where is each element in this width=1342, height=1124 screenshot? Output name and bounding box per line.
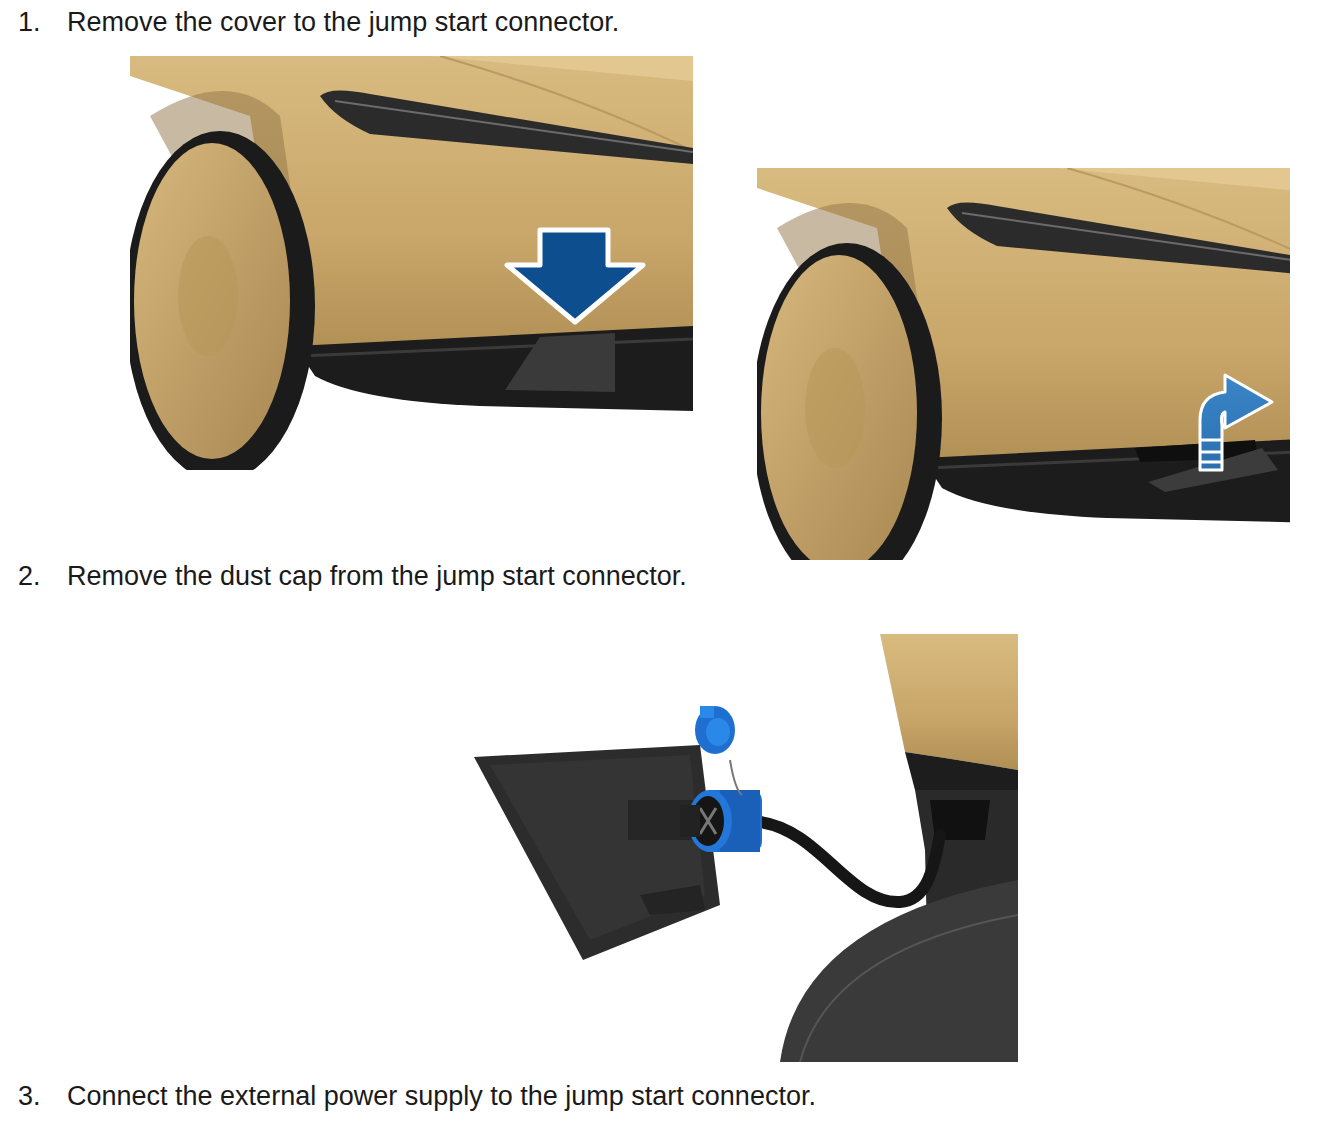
car-illustration [130,56,693,470]
step-instruction: Remove the dust cap from the jump start … [67,560,687,592]
step-number: 3. [18,1080,41,1112]
step-instruction: Connect the external power supply to the… [67,1080,816,1112]
step-instruction: Remove the cover to the jump start conne… [67,6,619,38]
connector-illustration [470,634,1018,1062]
step-number: 1. [18,6,41,38]
step-number: 2. [18,560,41,592]
car-illustration [757,168,1290,560]
